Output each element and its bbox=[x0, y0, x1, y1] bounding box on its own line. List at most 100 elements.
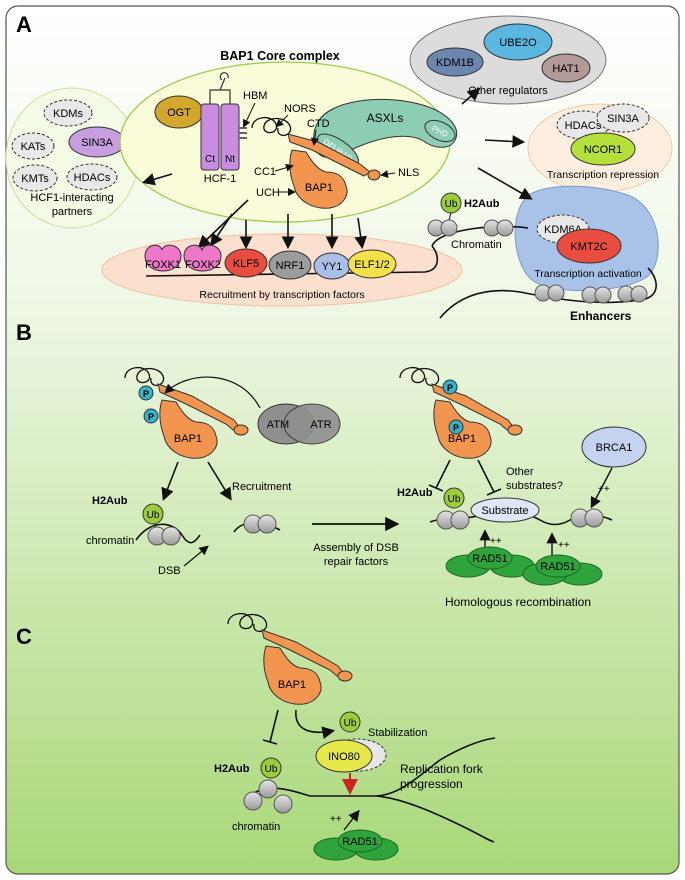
panel-label-b: B bbox=[16, 320, 32, 345]
ub-stalk-a bbox=[448, 212, 452, 221]
hbm-teeth bbox=[239, 127, 247, 139]
nuc-b2d bbox=[584, 508, 604, 528]
nrf1-node bbox=[268, 250, 312, 280]
kmts-node bbox=[12, 164, 58, 192]
nls-label: NLS bbox=[398, 167, 419, 179]
panel-label-c: C bbox=[16, 624, 32, 649]
h2aub-label-c: H2Aub bbox=[214, 763, 250, 775]
dsb-label: DSB bbox=[158, 565, 181, 577]
bap1-label-b2: BAP1 bbox=[448, 433, 476, 445]
substrate-node bbox=[470, 497, 540, 523]
nt-label: Nt bbox=[225, 154, 235, 165]
repression-caption: Transcription repression bbox=[547, 169, 659, 181]
stabilization-curve bbox=[295, 709, 336, 740]
bap1-body bbox=[289, 149, 348, 209]
rep-sin3a-label: SIN3A bbox=[607, 113, 639, 125]
rad51-cluster-c bbox=[313, 829, 399, 861]
inhibit-h2aub-b bbox=[428, 459, 451, 492]
kats-label: KATs bbox=[21, 141, 46, 153]
hr-label: Homologous recombination bbox=[445, 595, 591, 609]
bap1-label-c: BAP1 bbox=[278, 679, 306, 691]
p-node-b1a bbox=[138, 385, 154, 401]
panel-label-a: A bbox=[16, 12, 32, 37]
chromatin-label-c: chromatin bbox=[232, 821, 280, 833]
hdacs-node bbox=[66, 163, 118, 191]
hat1-node bbox=[541, 53, 591, 83]
arrow-to-activation bbox=[477, 167, 533, 200]
uch-label: UCH bbox=[256, 187, 280, 199]
asxls-label: ASXLs bbox=[367, 111, 404, 125]
h2aub-label-b1: H2Aub bbox=[92, 495, 128, 507]
bap1-coil bbox=[251, 117, 292, 136]
ube2o-node bbox=[483, 23, 553, 61]
kdm1b-node bbox=[426, 47, 484, 77]
other-substrates-2: substrates? bbox=[506, 480, 563, 492]
kmt2c-node bbox=[556, 228, 622, 264]
atr-node bbox=[283, 403, 341, 445]
core-complex-title: BAP1 Core complex bbox=[220, 49, 340, 63]
foxk2-shape bbox=[183, 244, 222, 272]
nls-arrow bbox=[380, 170, 396, 179]
kdm1b-label: KDM1B bbox=[436, 57, 474, 69]
hbm-arrow bbox=[242, 102, 256, 128]
cc1-label: CC1 bbox=[254, 166, 276, 178]
plusplus-b2: ++ bbox=[558, 540, 570, 551]
enhancers-label: Enhancers bbox=[570, 309, 632, 323]
p-node-b2b bbox=[448, 419, 464, 435]
ino80-label: INO80 bbox=[328, 751, 360, 763]
ub-node-c2 bbox=[260, 757, 282, 779]
p-label-b1a: P bbox=[143, 389, 149, 399]
nuc-b1b bbox=[161, 526, 181, 546]
rep-hdacs-label: HDACs bbox=[565, 120, 602, 132]
other-regulators-caption: Other regulators bbox=[468, 85, 548, 97]
hcf1-label: HCF-1 bbox=[204, 173, 236, 185]
plusplus-c: ++ bbox=[330, 814, 342, 825]
ino80-node bbox=[315, 739, 373, 773]
rad51-label-b2: RAD51 bbox=[540, 561, 575, 573]
inhibit-substrate-b bbox=[477, 459, 502, 496]
h2aub-label-b2: H2Aub bbox=[397, 487, 433, 499]
inhibit-h2aub-c bbox=[262, 709, 279, 745]
bap1-knob-b1 bbox=[233, 424, 249, 436]
ncor1-node bbox=[570, 132, 636, 166]
assembly-label-1: Assembly of DSB bbox=[313, 542, 399, 554]
bap1-arm-b2 bbox=[431, 383, 515, 431]
recruitment-label: Recruitment bbox=[232, 481, 291, 493]
bap1-coil-b2 bbox=[399, 367, 440, 386]
hat1-label: HAT1 bbox=[552, 63, 579, 75]
ub-label-c2: Ub bbox=[265, 764, 278, 775]
bap1-label-a: BAP1 bbox=[305, 182, 333, 194]
atm-curve-arrow bbox=[164, 376, 261, 409]
other-regulators-blob bbox=[409, 15, 607, 105]
arrow-to-hcf1-partners bbox=[141, 173, 173, 186]
bap1-coil-c bbox=[227, 613, 268, 632]
arrow-b-down-left bbox=[161, 461, 179, 501]
p-node-b1b bbox=[143, 408, 159, 424]
kdms-node bbox=[43, 99, 93, 127]
chromatin-fiber bbox=[431, 225, 657, 319]
bap1-knob-c bbox=[337, 670, 353, 682]
asxls-shape bbox=[313, 98, 458, 158]
chromatin-label-a: Chromatin bbox=[451, 239, 502, 251]
assembly-label-2: repair factors bbox=[324, 556, 389, 568]
kats-node bbox=[11, 132, 55, 160]
elf12-node bbox=[347, 249, 397, 279]
bap1-arm-c bbox=[261, 629, 345, 677]
ub-node-b2 bbox=[443, 487, 465, 509]
bap1-arm bbox=[287, 133, 371, 177]
nors-label: NORS bbox=[284, 103, 316, 115]
ub-label-c1: Ub bbox=[344, 718, 357, 729]
core-complex-blob bbox=[119, 61, 451, 223]
activation-caption: Transcription activation bbox=[534, 268, 642, 280]
p-label-b2a: P bbox=[447, 383, 453, 393]
atm-label: ATM bbox=[267, 419, 289, 431]
arrow-to-repression bbox=[484, 135, 526, 148]
fork-label-2: progression bbox=[400, 777, 463, 791]
bap1-label-b1: BAP1 bbox=[174, 433, 202, 445]
brca1-arrow bbox=[590, 467, 613, 509]
brca1-label: BRCA1 bbox=[596, 442, 633, 454]
rad51-arrow-c bbox=[343, 809, 360, 831]
ub-label-a: Ub bbox=[445, 199, 458, 210]
plusplus-brca1: ++ bbox=[598, 484, 610, 495]
